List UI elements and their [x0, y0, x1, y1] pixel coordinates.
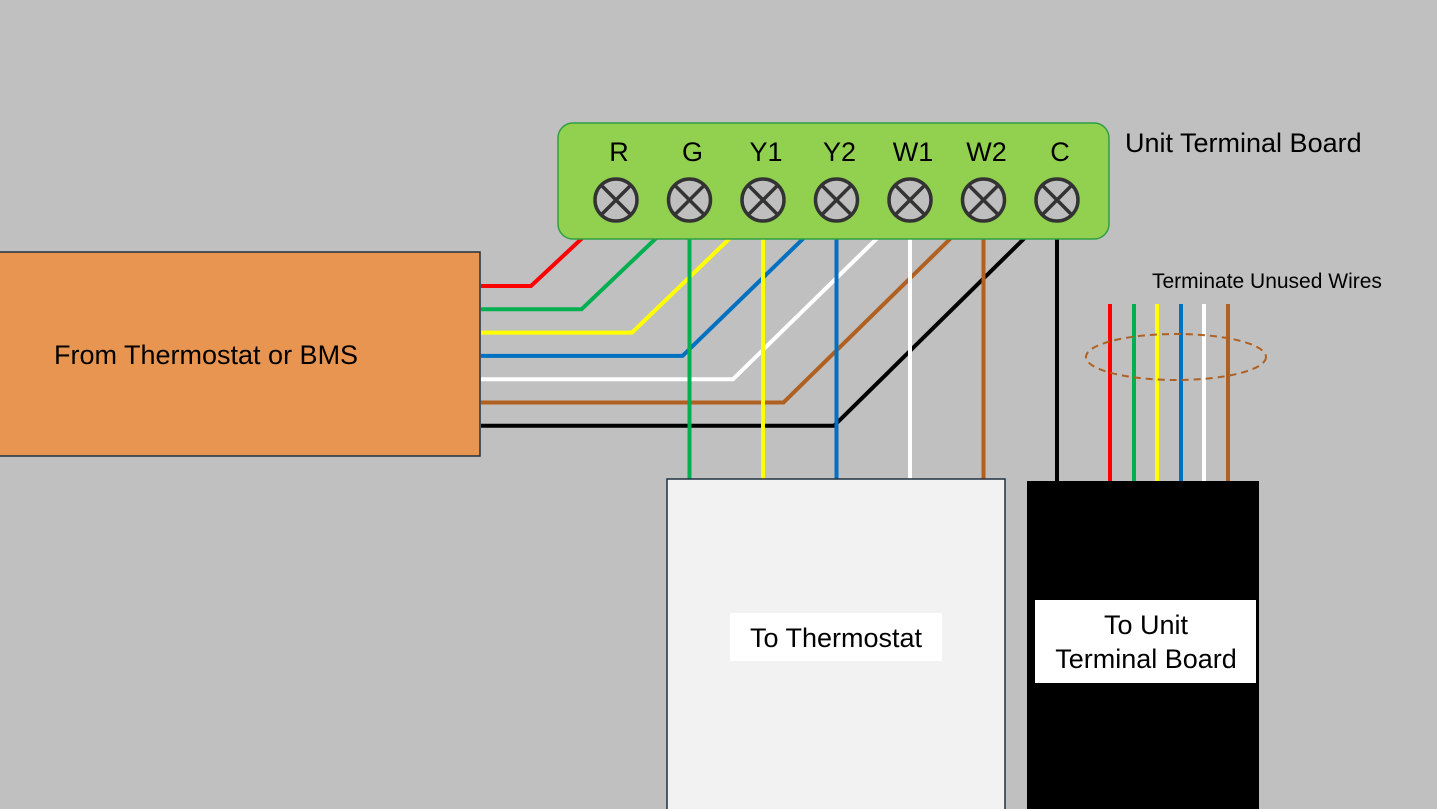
terminal-y2: Y2 [813, 137, 860, 223]
terminal-g: G [666, 137, 713, 223]
drop-wires [687, 210, 1059, 481]
terminal-label-y2: Y2 [823, 137, 856, 167]
terminal-cross-icon [599, 183, 633, 217]
unused-wires [1108, 304, 1230, 481]
terminal-label-y1: Y1 [749, 137, 782, 167]
terminal-label-c: C [1050, 137, 1070, 167]
terminal-cross-icon [893, 183, 927, 217]
to-thermostat-label: To Thermostat [750, 623, 923, 653]
board-title: Unit Terminal Board [1125, 128, 1362, 158]
terminal-c: C [1034, 137, 1080, 223]
wire-y2-from-source [481, 212, 830, 358]
terminal-y1: Y1 [740, 137, 786, 223]
terminal-cross-icon [746, 183, 780, 217]
terminals: R G Y1 Y2 W1 W2 C [593, 137, 1080, 223]
terminal-cross-icon [820, 183, 853, 217]
wire-c-from-source [481, 212, 1051, 428]
to-thermostat-label-box [730, 613, 942, 661]
to-unit-label-line1: To Unit [1104, 610, 1189, 640]
terminal-r: R [593, 137, 639, 223]
terminal-cross-icon [967, 183, 1000, 217]
wire-g-from-source [481, 212, 683, 312]
terminal-cross-icon [1040, 183, 1074, 217]
unused-wires-loop [1085, 333, 1267, 381]
terminal-label-w2: W2 [966, 137, 1007, 167]
terminate-unused-wires-label: Terminate Unused Wires [1152, 270, 1382, 293]
terminal-label-r: R [609, 137, 629, 167]
from-thermostat-label: From Thermostat or BMS [54, 340, 358, 370]
from-thermostat-box [0, 251, 481, 457]
terminal-w2: W2 [960, 137, 1007, 223]
to-unit-label-box [1035, 600, 1256, 683]
wire-y1-from-source [481, 212, 757, 335]
wire-w1-from-source [481, 212, 904, 382]
to-unit-label-line2: Terminal Board [1055, 644, 1237, 674]
terminal-w1: W1 [887, 137, 934, 223]
terminal-cross-icon [673, 183, 706, 217]
terminal-label-w1: W1 [893, 137, 934, 167]
source-wires [481, 212, 1051, 428]
terminal-label-g: G [682, 137, 703, 167]
